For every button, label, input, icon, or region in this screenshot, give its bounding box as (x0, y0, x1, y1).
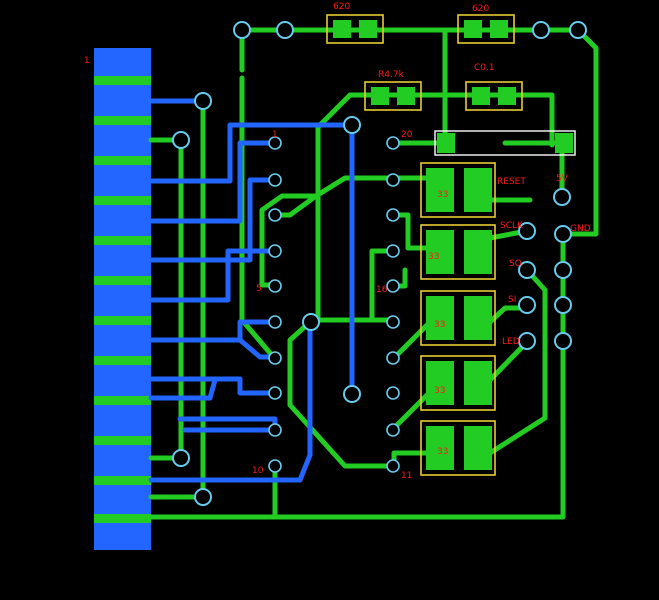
via (276, 21, 294, 39)
r33-2-label: 33 (428, 252, 439, 262)
ic-pin (386, 244, 400, 258)
resistor-620-left: 620 (326, 2, 384, 44)
ic-pin (268, 351, 282, 365)
ic-pin (386, 315, 400, 329)
so-label: SO (509, 259, 522, 269)
connector-pin1-label: 1 (84, 56, 90, 66)
via (172, 449, 190, 467)
ic-pin (386, 459, 400, 473)
resistor-33-3: 33 (420, 290, 496, 346)
ic-pin (268, 459, 282, 473)
ic-pins-left (268, 136, 282, 473)
via (233, 21, 251, 39)
r620-right-label: 620 (472, 4, 489, 14)
ic-pin10-label: 10 (252, 466, 264, 476)
via (194, 92, 212, 110)
test-pad (554, 296, 572, 314)
via (172, 131, 190, 149)
ic-pin16-label: 16 (376, 285, 388, 295)
ic-pin (386, 279, 400, 293)
via (343, 385, 361, 403)
ic-pin1-label: 1 (272, 130, 278, 140)
r620-left-label: 620 (333, 2, 350, 12)
ic-pin (386, 423, 400, 437)
ic-pin (386, 136, 400, 150)
test-pad-led (518, 332, 536, 350)
test-pad (554, 261, 572, 279)
c01-label: C0.1 (474, 63, 495, 73)
test-pad-so (518, 261, 536, 279)
ic-pin (386, 173, 400, 187)
via (343, 116, 361, 134)
resistor-33-5: 33 (420, 420, 496, 476)
resistor-620-right: 620 (457, 4, 515, 44)
5v-label: 5V (556, 174, 569, 184)
test-pad (554, 332, 572, 350)
vias (172, 21, 587, 506)
r47k-label: R4.7k (378, 70, 405, 80)
sclk-label: SCLK (500, 221, 524, 231)
test-pad-5v (553, 188, 571, 206)
via (532, 21, 550, 39)
r33-4-label: 33 (434, 386, 445, 396)
via (569, 21, 587, 39)
r33-1-label: 33 (437, 190, 448, 200)
test-pad-gnd (554, 225, 572, 243)
ic-pin5-label: 5 (256, 284, 262, 294)
test-pad-sclk (518, 222, 536, 240)
ic-pin (268, 173, 282, 187)
ic-pin (268, 423, 282, 437)
ic-pin (386, 351, 400, 365)
resistor-33-4: 33 (420, 355, 496, 411)
ic-pins-right (386, 136, 400, 473)
via (194, 488, 212, 506)
ic-header (434, 130, 576, 156)
edge-connector (94, 48, 151, 550)
resistor-4-7k: R4.7k (364, 70, 422, 111)
capacitor-0-1: C0.1 (465, 63, 523, 111)
ic-pin20-label: 20 (401, 130, 413, 140)
ic-pin (268, 386, 282, 400)
test-pad-si (518, 296, 536, 314)
ic-pin (268, 136, 282, 150)
gnd-label: GND (570, 224, 591, 234)
resistor-33-2: 33 (420, 224, 496, 280)
connector-body (94, 48, 151, 550)
ic-pin (268, 244, 282, 258)
ic-pin (268, 279, 282, 293)
via (302, 313, 320, 331)
si-label: SI (508, 295, 516, 305)
reset-label: RESET (497, 177, 526, 187)
silkscreen-labels: 1 1 5 10 11 16 20 RESET SCLK SO SI LED 5… (84, 56, 591, 481)
ic-pin (386, 208, 400, 222)
resistor-33-1: 33 (420, 162, 496, 218)
ic-pin (268, 315, 282, 329)
r33-3-label: 33 (434, 320, 445, 330)
r33-5-label: 33 (437, 447, 448, 457)
ic-pin (268, 208, 282, 222)
led-label: LED (502, 337, 520, 347)
ic-pin (386, 386, 400, 400)
ic-pin11-label: 11 (401, 471, 412, 481)
